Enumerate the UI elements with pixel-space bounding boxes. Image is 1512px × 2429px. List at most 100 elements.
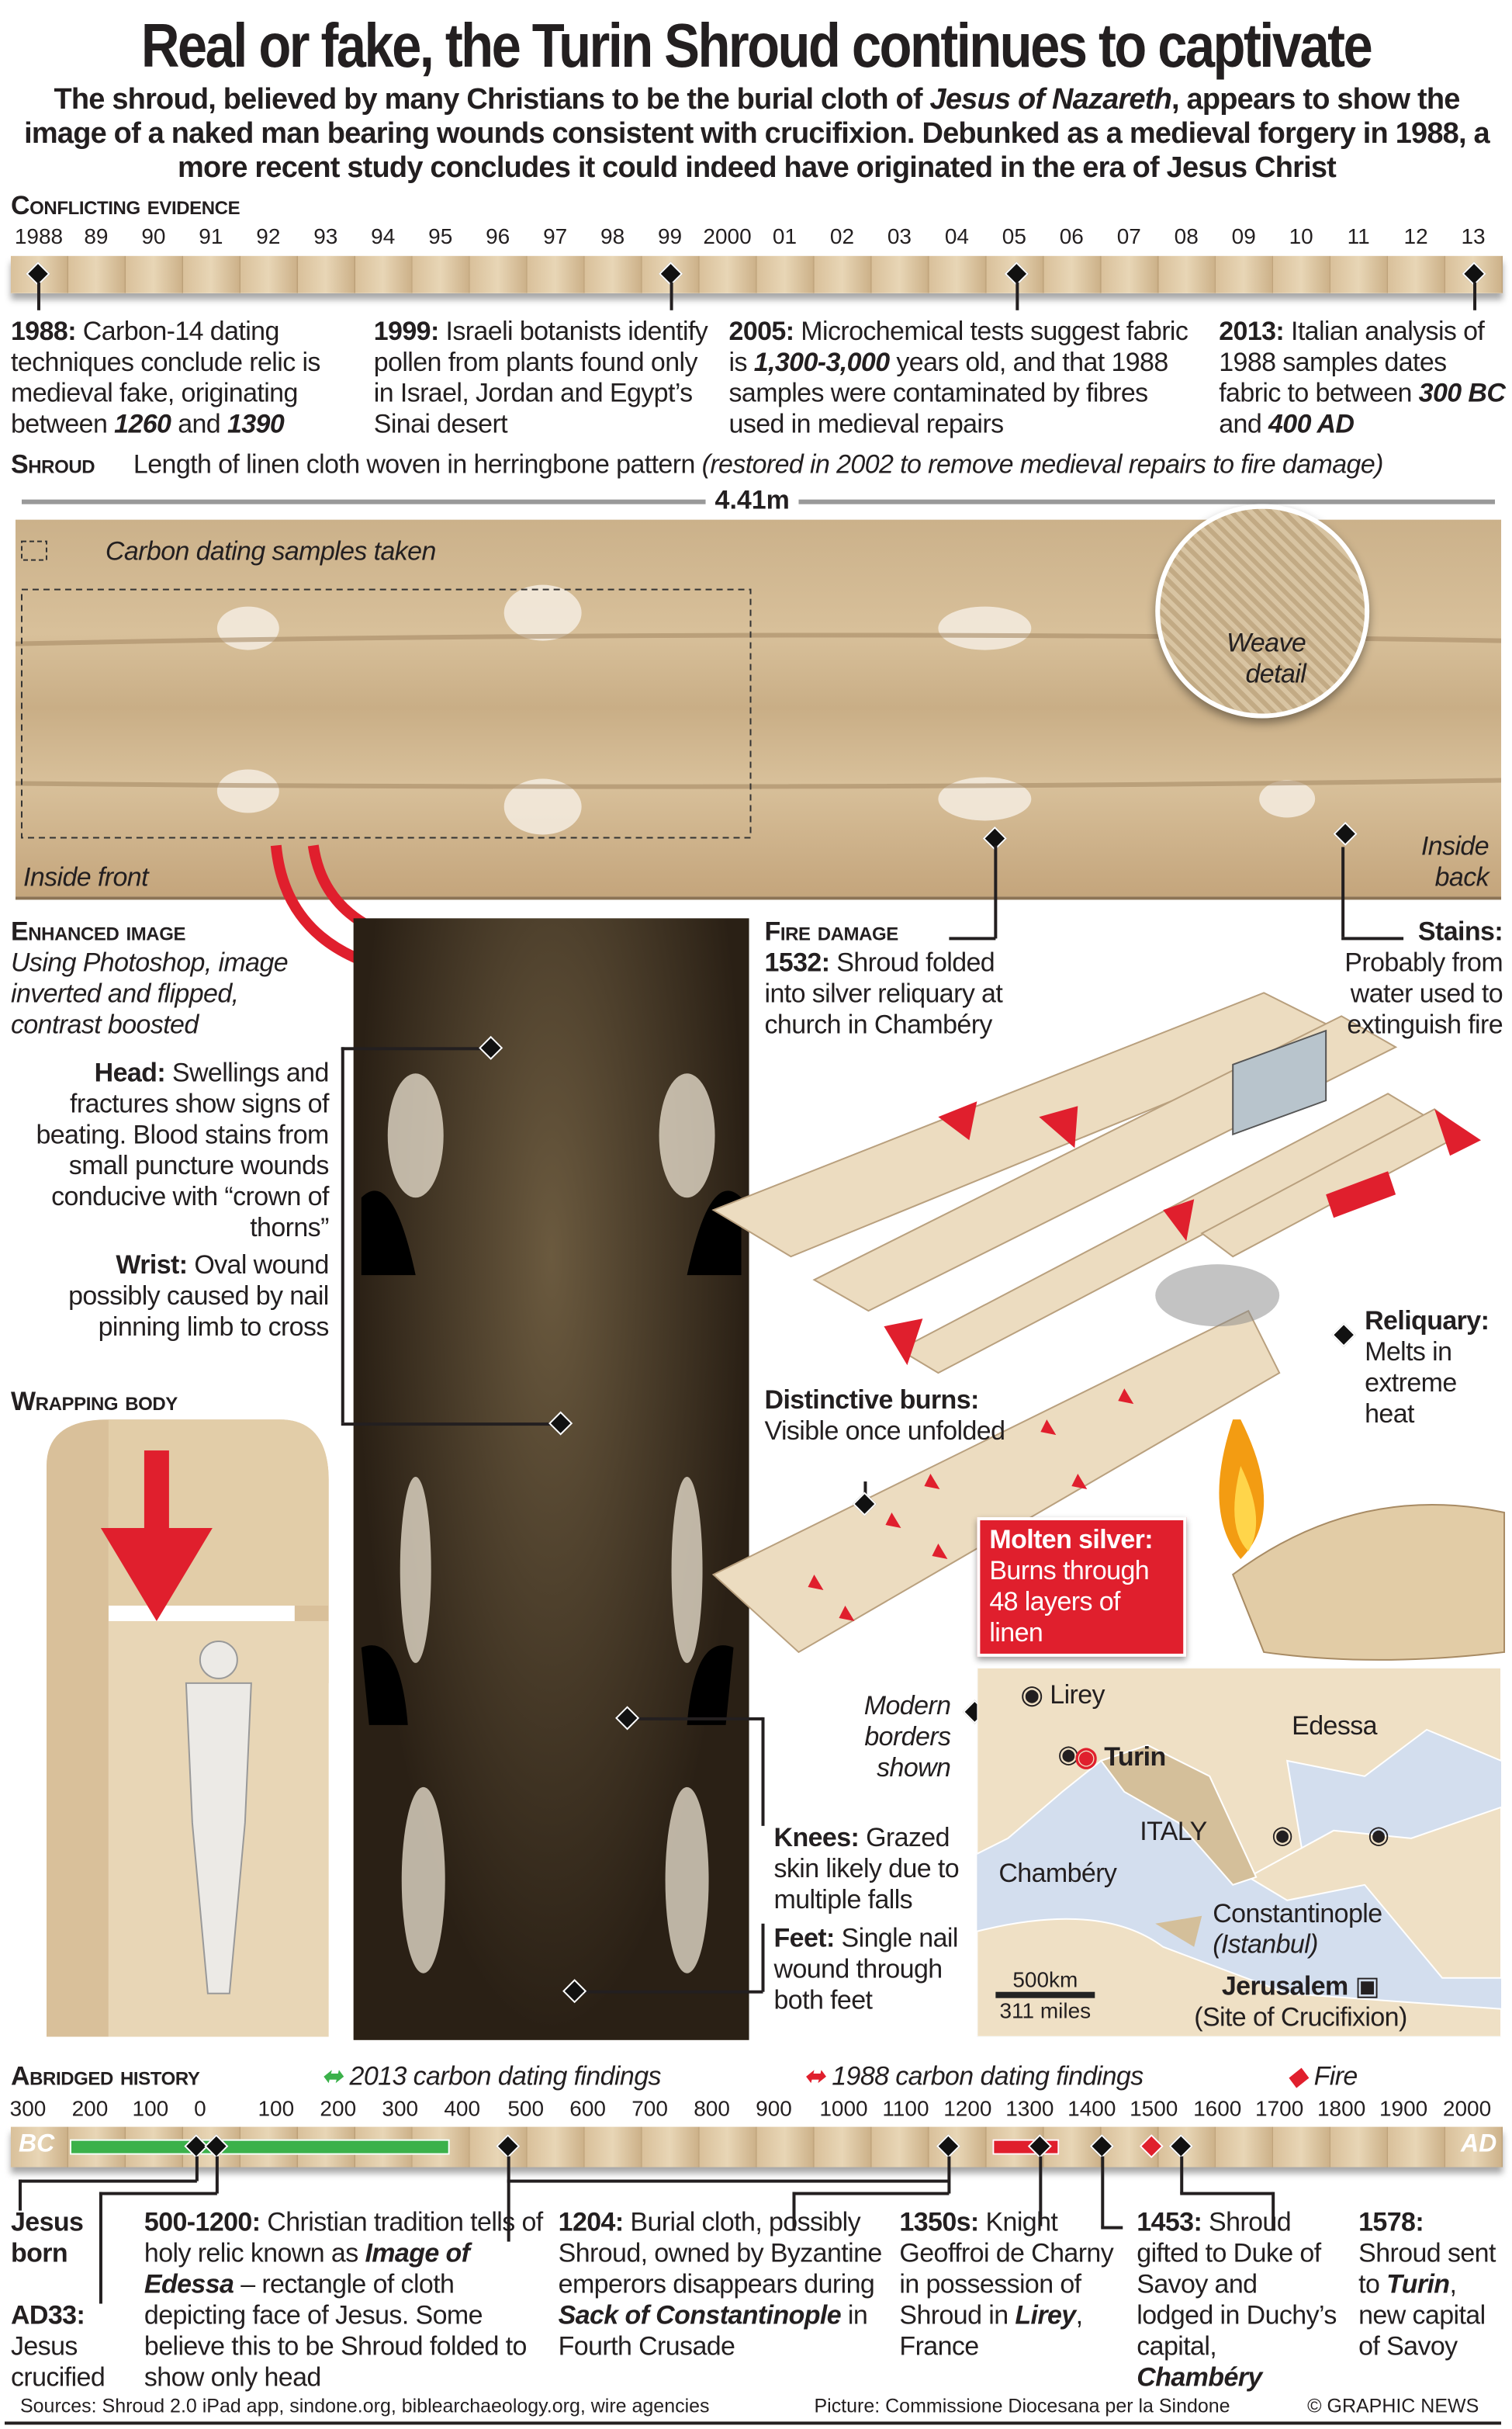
year-tick-label: 95 <box>428 223 453 248</box>
text-run: 1999: <box>373 316 440 346</box>
weave-detail-label: Weave detail <box>1226 628 1306 689</box>
text-run: years old, and that 1988 samples were co… <box>728 347 1169 439</box>
year-tick-label: 400 <box>444 2095 481 2121</box>
map-turin: ◉ Turin <box>1074 1741 1166 1773</box>
year-tick-label: 94 <box>371 223 396 248</box>
year-tick-label: 300 <box>382 2095 419 2121</box>
text-run: Distinctive burns: <box>764 1385 980 1415</box>
conflicting-evidence-heading: Conflicting evidence <box>10 190 240 220</box>
legend-1988-label: 1988 carbon dating findings <box>832 2061 1144 2091</box>
year-tick-label: 02 <box>829 223 855 248</box>
text-run: Molten silver: <box>989 1525 1154 1554</box>
leader-line <box>1272 2192 1275 2231</box>
leader-line <box>1015 282 1019 310</box>
year-tick-label: 1200 <box>943 2095 992 2121</box>
year-tick-label: 2000 <box>1442 2095 1492 2121</box>
year-tick-label: 100 <box>132 2095 169 2121</box>
fire-damage-desc: 1532: Shroud folded into silver reliquar… <box>765 948 1013 1041</box>
leader-line <box>792 2192 950 2195</box>
text-run: Stains: <box>1417 917 1503 947</box>
range-2013-bar <box>69 2139 450 2155</box>
inside-back-label: Inside back <box>1420 831 1490 892</box>
text-run: Jesus crucified <box>10 2331 106 2393</box>
leader-line <box>36 282 40 310</box>
location-pin-icon: ◉ <box>1020 1679 1043 1710</box>
square-pin-icon: ▣ <box>1355 1971 1380 2001</box>
text-run: 500-1200: <box>144 2207 261 2237</box>
year-tick-label: 1600 <box>1193 2095 1242 2121</box>
bc-label: BC <box>18 2131 55 2158</box>
scale-bar <box>995 1991 1095 1998</box>
history-jesus-born: Jesus born <box>11 2208 88 2270</box>
distinctive-burns-note: Distinctive burns: Visible once unfolded <box>765 1385 1013 1447</box>
molten-silver-box: Molten silver: Burns through 48 layers o… <box>977 1517 1187 1657</box>
leader-line <box>507 2179 950 2182</box>
year-tick-label: 200 <box>320 2095 357 2121</box>
text-run: Shroud gifted to Duke of Savoy and lodge… <box>1137 2207 1337 2361</box>
evidence-timeline-strip <box>10 255 1503 293</box>
text-run: Knight Geoffroi de Charny in possession … <box>899 2207 1114 2330</box>
year-tick-label: 1100 <box>882 2095 929 2121</box>
year-tick-label: 1988 <box>14 223 64 248</box>
text-run: 1532: <box>764 948 831 978</box>
text-run: Visible once unfolded <box>764 1416 1005 1447</box>
constantinople-label: Constantinople <box>1213 1898 1382 1928</box>
jerusalem-label: Jerusalem <box>1221 1971 1348 2001</box>
text-run: 1988: <box>10 316 77 346</box>
text-run: Italian analysis of 1988 samples dates f… <box>1219 316 1485 408</box>
location-pin-icon: ◉ <box>1074 1741 1098 1772</box>
text-run: , new capital of Savoy <box>1358 2269 1486 2361</box>
map-constantinople: Constantinople(Istanbul) <box>1213 1899 1382 1961</box>
leader-line <box>341 1047 489 1050</box>
text-run: Swellings and fractures show signs of be… <box>36 1058 329 1243</box>
folding-illustration <box>711 992 1506 1661</box>
year-tick-label: 91 <box>199 223 223 248</box>
year-tick-label: 1000 <box>819 2095 868 2121</box>
text-run: Head: <box>94 1058 166 1088</box>
text-run: Burial cloth, possibly Shroud, owned by … <box>558 2207 883 2299</box>
ad-label: AD <box>1461 2131 1497 2158</box>
head-note: Head: Swellings and fractures show signs… <box>31 1058 329 1244</box>
modern-borders-note: Modern borders shown <box>863 1690 951 1783</box>
year-tick-label: 1700 <box>1255 2095 1304 2121</box>
text-run: Reliquary: <box>1365 1306 1490 1336</box>
legend-fire-label: Fire <box>1313 2061 1358 2091</box>
leader-line <box>215 2156 218 2194</box>
shroud-description: Length of linen cloth woven in herringbo… <box>133 450 1506 481</box>
text-run: Probably from water used to extinguish f… <box>1344 948 1503 1040</box>
location-pin-icon: ◉ <box>1368 1822 1390 1849</box>
feet-note: Feet: Single nail wound through both fee… <box>774 1924 960 2017</box>
year-tick-label: 13 <box>1461 223 1486 248</box>
enhanced-shroud-image <box>353 918 749 2040</box>
year-tick-label: 10 <box>1289 223 1313 248</box>
year-tick-label: 100 <box>258 2095 295 2121</box>
year-tick-label: 89 <box>84 223 109 248</box>
red-arrow-icon: ⬌ <box>803 2061 825 2091</box>
year-tick-label: 12 <box>1403 223 1428 248</box>
year-tick-label: 90 <box>141 223 166 248</box>
text-run: , France <box>899 2300 1083 2361</box>
shroud-image: Weave detail Carbon dating samples taken… <box>15 504 1502 900</box>
text-run: The shroud, believed by many Christians … <box>54 83 930 116</box>
year-tick-label: 99 <box>657 223 683 248</box>
year-tick-label: 2000 <box>703 223 752 248</box>
leader-line <box>341 1047 344 1423</box>
evidence-1988: 1988: Carbon-14 dating techniques conclu… <box>11 317 365 441</box>
leader-line <box>507 2156 510 2242</box>
knees-note: Knees: Grazed skin likely due to multipl… <box>774 1823 976 1916</box>
year-tick-label: 200 <box>71 2095 109 2121</box>
text-run: 2013: <box>1219 316 1285 346</box>
year-tick-label: 700 <box>631 2095 668 2121</box>
map-edessa: Edessa <box>1292 1710 1377 1741</box>
text-run: – rectangle of cloth depicting face of J… <box>144 2269 528 2393</box>
history-1204: 1204: Burial cloth, possibly Shroud, own… <box>559 2208 884 2363</box>
year-tick-label: 98 <box>600 223 625 248</box>
stains-note: Stains: Probably from water used to exti… <box>1326 917 1503 1041</box>
leader-line <box>792 2192 795 2231</box>
scale-km: 500km <box>1012 1966 1078 1992</box>
leader-line <box>195 2156 198 2181</box>
sources: Sources: Shroud 2.0 iPad app, sindone.or… <box>19 2395 710 2417</box>
lirey-label: Lirey <box>1050 1679 1105 1710</box>
leader-line <box>947 2156 950 2194</box>
